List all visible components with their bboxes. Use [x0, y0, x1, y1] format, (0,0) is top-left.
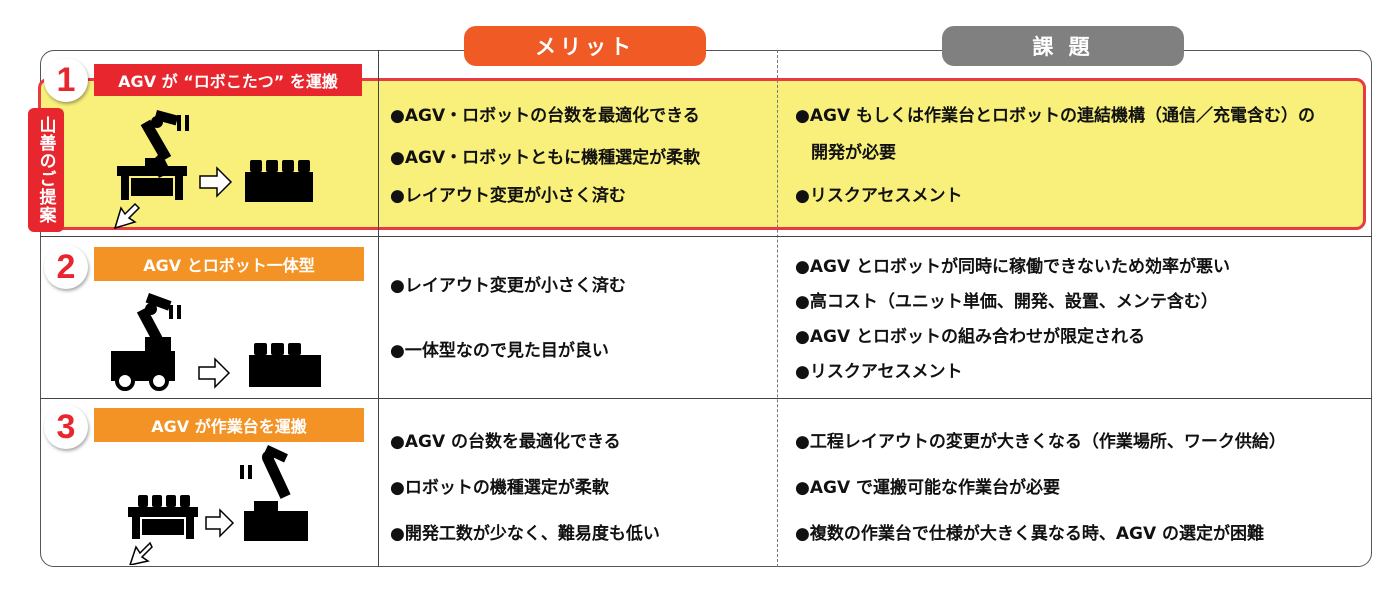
- diagonal-arrow-icon: [113, 202, 141, 230]
- row-1-issue-2: ●リスクアセスメント: [795, 186, 963, 206]
- row-divider: [40, 236, 1372, 237]
- move-arrow-icon: [205, 508, 235, 538]
- row-1-illustration: [113, 110, 313, 230]
- row-2-merit-1: ●レイアウト変更が小さく済む: [390, 276, 626, 296]
- row-3-label: AGV が作業台を運搬: [94, 408, 364, 442]
- workpiece-block-icon: [245, 160, 313, 202]
- kotatsu-table-icon: [117, 166, 187, 200]
- row-2-issue-4: ●リスクアセスメント: [795, 362, 963, 382]
- row-1-issue-1-cont: 開発が必要: [811, 143, 896, 163]
- agv-robot-base-icon: [111, 337, 175, 391]
- row-1-merit-1: ●AGV・ロボットの台数を最適化できる: [390, 106, 700, 126]
- proposal-highlight: [38, 78, 1366, 230]
- row-1-issue-1: ●AGV もしくは作業台とロボットの連結機構（通信／充電含む）の: [795, 106, 1316, 126]
- row-3-number: 3: [44, 405, 88, 449]
- row-3-merit-2: ●ロボットの機種選定が柔軟: [390, 478, 609, 498]
- row-2-label: AGV とロボット一体型: [94, 247, 364, 281]
- work-table-with-workpieces-icon: [128, 495, 198, 539]
- row-1-merit-3: ●レイアウト変更が小さく済む: [390, 186, 626, 206]
- row-1-label: AGV が “ロボこたつ” を運搬: [94, 64, 362, 96]
- diagonal-arrow-icon: [129, 541, 153, 565]
- row-2-issue-1: ●AGV とロボットが同時に稼働できないため効率が悪い: [795, 257, 1231, 277]
- row-2-issue-3: ●AGV とロボットの組み合わせが限定される: [795, 327, 1146, 347]
- row-2-illustration: [111, 293, 321, 391]
- merit-header: メリット: [464, 26, 706, 66]
- row-1-number: 1: [44, 58, 88, 102]
- row-3-merit-1: ●AGV の台数を最適化できる: [390, 432, 621, 452]
- robot-arm-icon: [240, 445, 308, 541]
- workpiece-block-icon: [249, 343, 321, 387]
- proposal-tag: 山善のご提案: [28, 108, 64, 232]
- row-3-issue-1: ●工程レイアウトの変更が大きくなる（作業場所、ワーク供給）: [795, 432, 1286, 452]
- row-3-illustration: [128, 445, 308, 565]
- row-3-issue-3: ●複数の作業台で仕様が大きく異なる時、AGV の選定が困難: [795, 524, 1265, 544]
- column-divider-dashed: [777, 50, 778, 567]
- move-arrow-icon: [199, 166, 233, 198]
- move-arrow-icon: [198, 357, 231, 389]
- row-2-merit-2: ●一体型なので見た目が良い: [390, 341, 609, 361]
- row-2-issue-2: ●高コスト（ユニット単価、開発、設置、メンテ含む）: [795, 292, 1218, 312]
- column-divider: [378, 50, 379, 567]
- row-1-merit-2: ●AGV・ロボットともに機種選定が柔軟: [390, 148, 701, 168]
- row-2-number: 2: [44, 245, 88, 289]
- row-3-merit-3: ●開発工数が少なく、難易度も低い: [390, 524, 660, 544]
- row-divider: [40, 398, 1372, 399]
- issue-header: 課 題: [942, 26, 1184, 66]
- row-3-issue-2: ●AGV で運搬可能な作業台が必要: [795, 478, 1061, 498]
